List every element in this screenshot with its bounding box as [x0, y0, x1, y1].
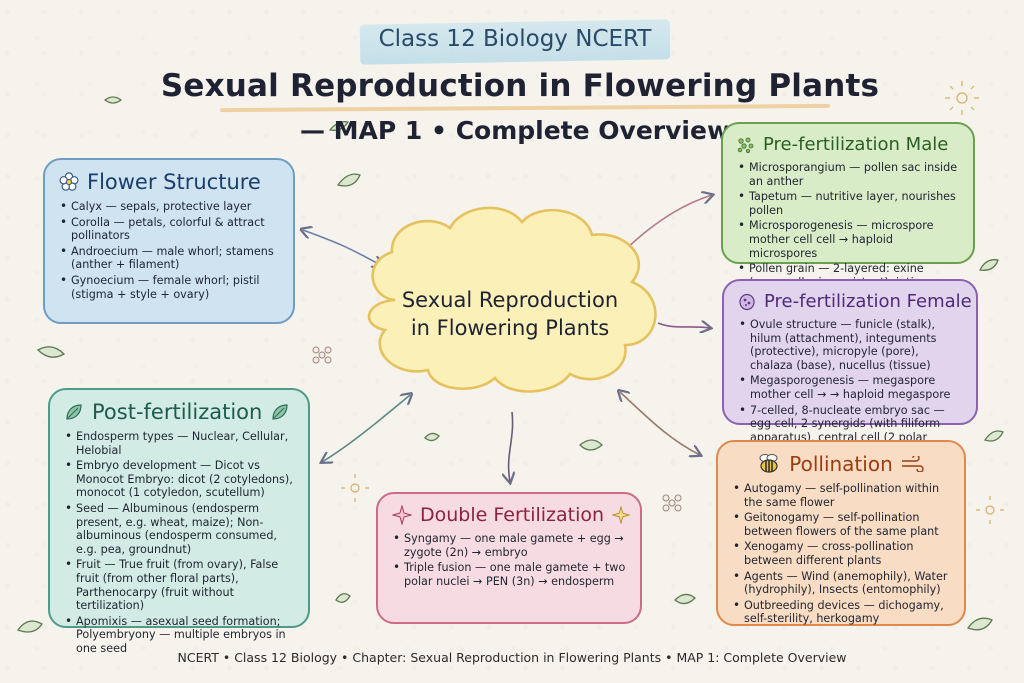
pre-fertilization-female-heading: Pre-fertilization Female [738, 291, 972, 312]
page-subtitle: Class 12 Biology NCERT [378, 26, 652, 52]
double-fertilization-title: Double Fertilization [420, 504, 605, 526]
flower-structure-list: Calyx — sepals, protective layer Corolla… [59, 200, 279, 301]
list-item: Seed — Albuminous (endosperm present, e.… [65, 502, 294, 556]
page-footer: NCERT • Class 12 Biology • Chapter: Sexu… [177, 650, 847, 665]
list-item: Xenogamy — cross-pollination between dif… [733, 540, 950, 567]
list-item: Apomixis — asexual seed formation; Polye… [65, 615, 294, 656]
list-item: Androecium — male whorl; stamens (anther… [60, 245, 279, 272]
leaf-icon [270, 402, 290, 422]
flower-structure-box: Flower Structure Calyx — sepals, protect… [43, 158, 295, 324]
list-item: Tapetum — nutritive layer, nourishes pol… [738, 190, 959, 217]
wind-icon [901, 456, 925, 472]
pre-fertilization-female-title: Pre-fertilization Female [764, 291, 972, 312]
list-item: Autogamy — self-pollination within the s… [733, 482, 950, 509]
list-item: Ovule structure — funicle (stalk), hilum… [739, 318, 962, 372]
list-item: Microsporangium — pollen sac inside an a… [738, 161, 959, 188]
list-item: Triple fusion — one male gamete + two po… [393, 561, 626, 588]
arrow-flower [303, 230, 382, 266]
flower-structure-title: Flower Structure [87, 170, 261, 194]
pre-fertilization-male-heading: Pre-fertilization Male [737, 134, 959, 155]
list-item: Syngamy — one male gamete + egg → zygote… [393, 532, 626, 559]
list-item: Megasporogenesis — megaspore mother cell… [739, 374, 962, 401]
bee-icon [757, 453, 781, 475]
pollen-icon [737, 137, 755, 153]
arrow-post [322, 395, 410, 462]
list-item: Embryo development — Dicot vs Monocot Em… [65, 459, 294, 500]
list-item: Corolla — petals, colorful & attract pol… [60, 216, 279, 243]
list-item: Microsporogenesis — microspore mother ce… [738, 219, 959, 260]
sparkle-icon [392, 505, 412, 525]
center-topic-line2: in Flowering Plants [410, 316, 610, 340]
ovule-icon [738, 293, 756, 311]
page-title-line2: — MAP 1 • Complete Overview [299, 116, 731, 145]
pre-fertilization-female-list: Ovule structure — funicle (stalk), hilum… [738, 318, 962, 458]
center-topic: Sexual Reproduction in Flowering Plants [370, 286, 650, 342]
list-item: Fruit — True fruit (from ovary), False f… [65, 558, 294, 612]
pollination-heading: Pollination [732, 452, 950, 476]
page-title: Sexual Reproduction in Flowering Plants [160, 68, 880, 104]
list-item: Calyx — sepals, protective layer [60, 200, 279, 214]
flower-structure-heading: Flower Structure [59, 170, 279, 194]
pollination-list: Autogamy — self-pollination within the s… [732, 482, 950, 626]
post-fertilization-heading: Post-fertilization [64, 400, 294, 424]
pre-fertilization-female-box: Pre-fertilization Female Ovule structure… [722, 279, 978, 457]
pre-fertilization-male-box: Pre-fertilization Male Microsporangium —… [721, 122, 975, 302]
pre-fertilization-male-title: Pre-fertilization Male [763, 134, 949, 155]
center-cloud [367, 206, 657, 393]
post-fertilization-box: Post-fertilization Endosperm types — Nuc… [48, 388, 310, 655]
arrow-double [509, 411, 513, 482]
flower-icon [59, 172, 79, 192]
sparkle-icon [612, 506, 631, 524]
list-item: Endosperm types — Nuclear, Cellular, Hel… [65, 430, 294, 457]
list-item: Agents — Wind (anemophily), Water (hydro… [733, 570, 950, 597]
post-fertilization-title: Post-fertilization [92, 400, 263, 424]
list-item: Outbreeding devices — dichogamy, self-st… [733, 599, 950, 626]
pollination-title: Pollination [789, 452, 893, 476]
leaf-icon [64, 402, 84, 422]
double-fertilization-list: Syngamy — one male gamete + egg → zygote… [392, 532, 626, 588]
double-fertilization-box: Double Fertilization Syngamy — one male … [376, 492, 642, 624]
list-item: Gynoecium — female whorl; pistil (stigma… [60, 274, 279, 301]
post-fertilization-list: Endosperm types — Nuclear, Cellular, Hel… [64, 430, 294, 656]
pollination-box: Pollination Autogamy — self-pollination … [716, 440, 966, 626]
list-item: Geitonogamy — self-pollination between f… [733, 511, 950, 538]
arrow-male [620, 195, 712, 255]
arrow-female [657, 323, 710, 328]
center-topic-line1: Sexual Reproduction [401, 288, 619, 312]
arrow-poll [620, 392, 700, 455]
double-fertilization-heading: Double Fertilization [392, 504, 631, 526]
